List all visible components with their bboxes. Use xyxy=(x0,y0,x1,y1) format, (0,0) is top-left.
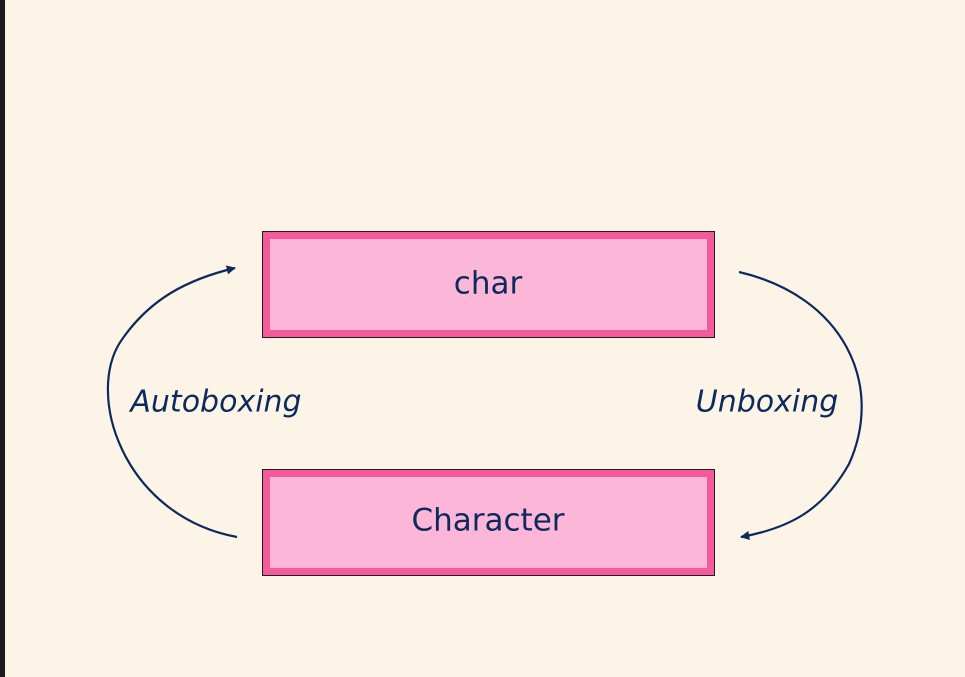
autoboxing-arrow xyxy=(106,265,238,539)
boxing-diagram: char Character Autoboxing Unboxing xyxy=(5,0,965,677)
bottom-box: Character xyxy=(262,469,715,576)
unboxing-label: Unboxing xyxy=(696,385,839,420)
top-box-inner-border xyxy=(263,232,714,337)
top-box-label: char xyxy=(454,266,523,302)
top-box: char xyxy=(262,231,715,338)
bottom-box-inner-border xyxy=(263,470,714,575)
bottom-box-label: Character xyxy=(411,503,564,539)
autoboxing-label: Autoboxing xyxy=(128,385,301,420)
unboxing-arrow xyxy=(738,270,863,541)
